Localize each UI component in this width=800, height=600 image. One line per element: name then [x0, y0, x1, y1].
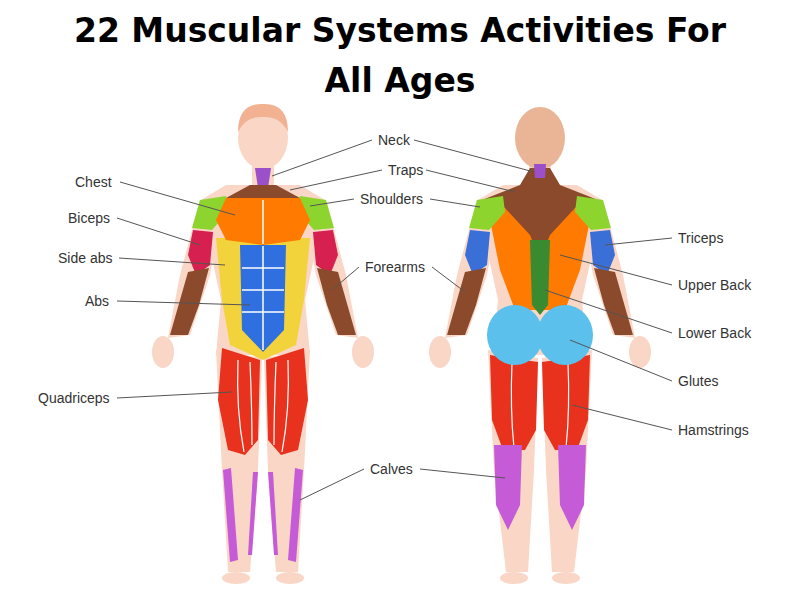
- muscle-label: Neck: [378, 132, 410, 148]
- calf-muscle: [268, 472, 278, 555]
- foot: [276, 572, 304, 584]
- leader-line: [119, 258, 225, 265]
- muscle-label: Lower Back: [678, 325, 751, 341]
- forearm-muscle: [317, 268, 356, 335]
- muscle-label: Chest: [75, 174, 112, 190]
- leader-line: [414, 140, 534, 172]
- lower-back-muscle: [530, 240, 550, 315]
- leader-line: [420, 469, 505, 478]
- hamstring-muscle: [490, 355, 538, 450]
- leader-line: [572, 405, 672, 430]
- leader-line: [272, 140, 372, 176]
- foot: [222, 572, 250, 584]
- leader-line: [605, 238, 672, 245]
- shoulder-muscle: [469, 196, 505, 230]
- chest-muscle: [216, 198, 310, 245]
- leader-line: [545, 290, 672, 333]
- head: [515, 107, 565, 169]
- calf-muscle: [494, 445, 522, 530]
- leader-line: [560, 255, 672, 285]
- neck-muscle: [534, 164, 546, 178]
- front-figure: [152, 104, 374, 584]
- diagram-title: 22 Muscular Systems Activities For All A…: [70, 6, 730, 106]
- shoulder-muscle: [575, 196, 611, 230]
- muscle-label: Glutes: [678, 373, 718, 389]
- traps-muscle: [226, 185, 300, 198]
- leader-line: [117, 218, 200, 245]
- leg-skin: [542, 350, 592, 572]
- muscle-label: Biceps: [68, 210, 110, 226]
- muscle-label: Shoulders: [360, 191, 423, 207]
- muscle-line: [262, 200, 264, 244]
- abs-muscle: [240, 245, 286, 352]
- muscle-label: Abs: [85, 293, 109, 309]
- calf-muscle: [288, 468, 303, 562]
- hair: [238, 104, 288, 132]
- hand: [352, 336, 374, 368]
- foot: [500, 572, 528, 584]
- leader-line: [290, 170, 382, 190]
- muscle-label: Quadriceps: [38, 390, 110, 406]
- foot: [552, 572, 580, 584]
- hand: [629, 336, 651, 368]
- hand: [429, 336, 451, 368]
- leader-line: [570, 340, 672, 381]
- leader-line: [432, 267, 465, 292]
- leader-line: [426, 170, 515, 192]
- glute-muscle: [537, 305, 593, 365]
- hamstring-lines: [511, 362, 568, 448]
- muscle-label: Triceps: [678, 230, 723, 246]
- quadriceps-muscle: [266, 348, 308, 455]
- forearm-muscle: [447, 268, 486, 335]
- abs-lines: [242, 246, 284, 350]
- biceps-muscle: [313, 230, 338, 275]
- forearm-muscle: [170, 268, 209, 335]
- glute-muscle: [487, 305, 543, 365]
- side-abs-muscle: [216, 238, 310, 360]
- biceps-muscle: [188, 230, 213, 275]
- triceps-muscle: [465, 230, 490, 275]
- forearm-muscle: [594, 268, 633, 335]
- muscle-label: Side abs: [58, 250, 112, 266]
- leg-skin: [488, 350, 538, 572]
- leader-line: [117, 392, 232, 398]
- calf-muscle: [558, 445, 586, 530]
- leader-line: [117, 301, 250, 305]
- muscle-label: Traps: [388, 162, 423, 178]
- calf-muscle: [248, 472, 258, 555]
- muscle-label: Calves: [370, 461, 413, 477]
- leader-line: [120, 182, 235, 215]
- leader-line: [430, 199, 480, 207]
- leader-lines: [117, 140, 672, 500]
- muscle-label: Forearms: [365, 259, 425, 275]
- quadriceps-muscle: [218, 348, 260, 455]
- muscle-label: Upper Back: [678, 277, 751, 293]
- leader-line: [332, 267, 359, 290]
- leader-line: [310, 199, 354, 206]
- leader-line: [300, 469, 364, 500]
- quad-lines: [238, 360, 289, 452]
- hand: [152, 336, 174, 368]
- hamstring-muscle: [542, 355, 590, 450]
- calf-muscle: [223, 468, 238, 562]
- muscle-label: Hamstrings: [678, 422, 749, 438]
